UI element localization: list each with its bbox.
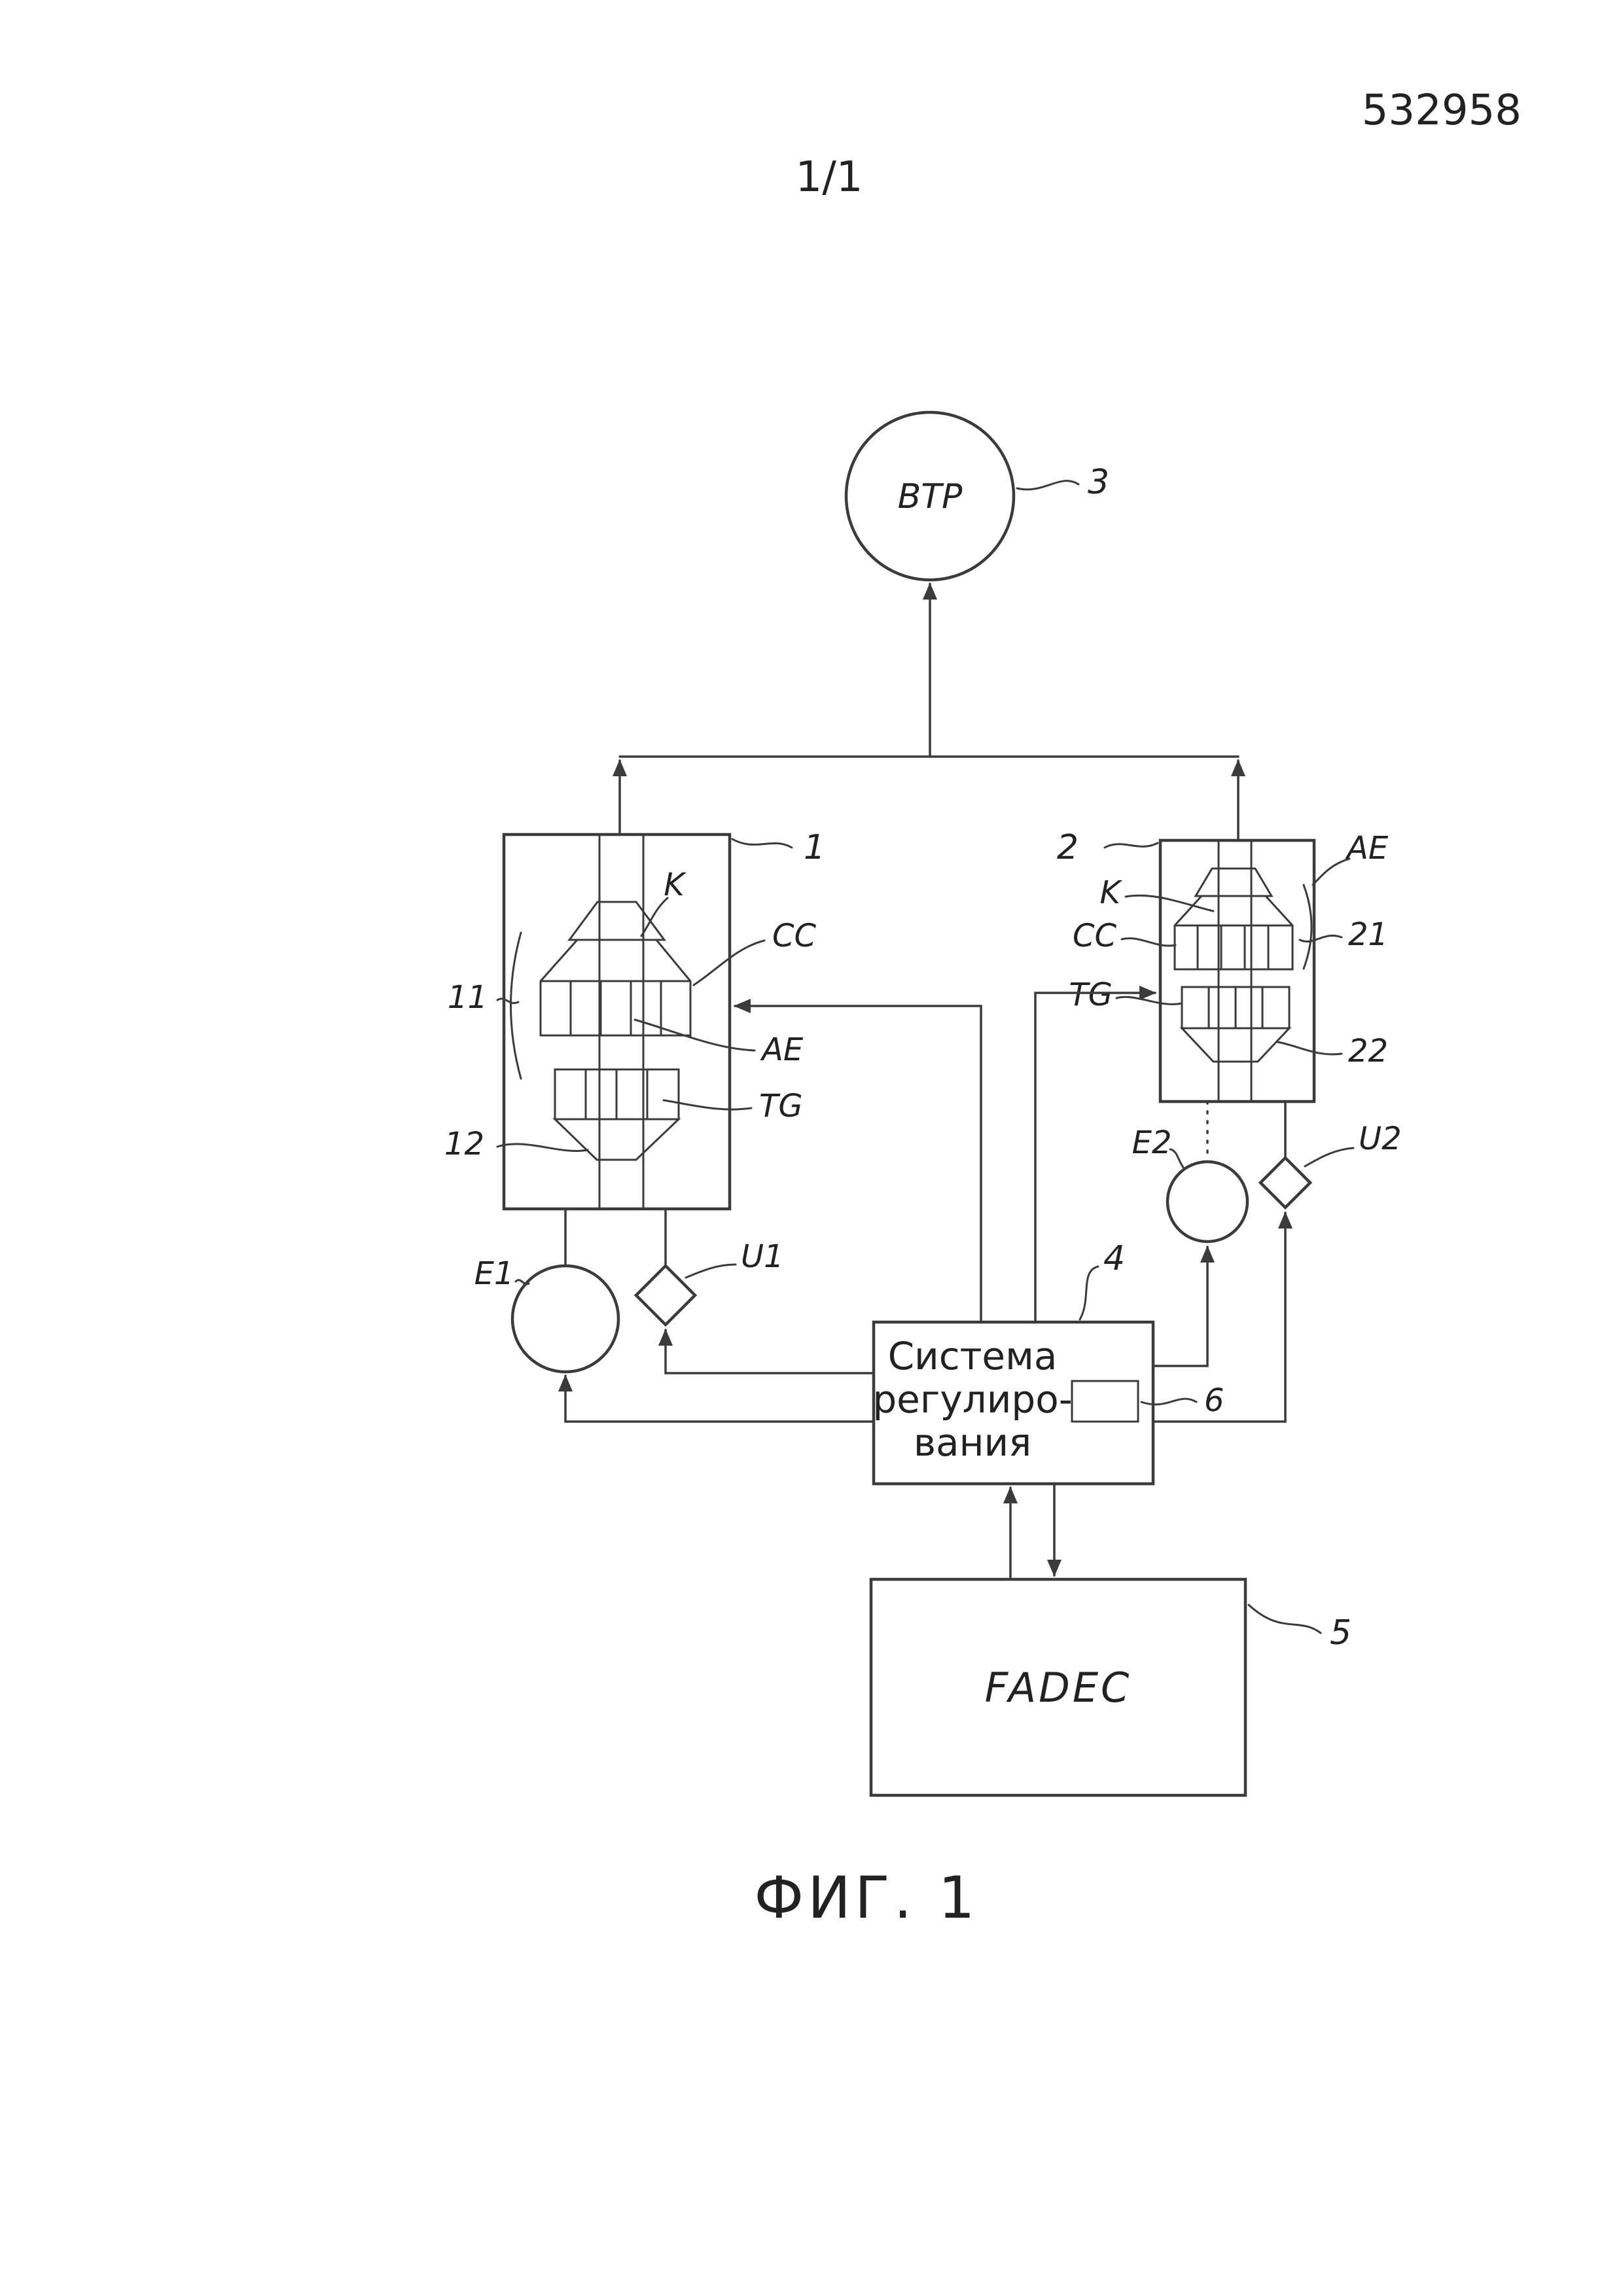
sheet-indicator: 1/1 (796, 153, 863, 202)
engine2-compressor-cap (1194, 867, 1274, 897)
ref6-leader (1140, 1397, 1198, 1406)
control-to-u2-line (1152, 1211, 1293, 1423)
e2-circle (1166, 1160, 1249, 1244)
u2-leader (1304, 1147, 1355, 1168)
engine1-ref12: 12 (444, 1126, 484, 1162)
ref2-leader (1103, 842, 1159, 849)
engine2-ae-bracket (1302, 884, 1313, 970)
engine2-ref: 2 (1057, 828, 1079, 867)
patent-number: 532958 (1362, 86, 1522, 135)
e1-circle (510, 1264, 620, 1374)
k2-leader (1124, 894, 1215, 912)
control-to-engine2-line (1034, 986, 1156, 1323)
ref21-leader (1298, 935, 1343, 942)
engine2-tg-label: TG (1069, 977, 1113, 1013)
engine1-ae-label: AE (760, 1031, 804, 1068)
engine1-cc-label: CC (772, 918, 817, 954)
e2-label: E2 (1132, 1124, 1172, 1161)
fadec-label: FADEC (985, 1664, 1132, 1712)
btp-node: BTP 3 (844, 410, 1109, 582)
engine1-ref: 1 (804, 828, 825, 867)
control-system-box (872, 1320, 1155, 1486)
control-inner-module-box (1071, 1380, 1139, 1423)
engine2-ae-label: AE (1345, 830, 1389, 867)
ref12-leader (496, 1143, 589, 1152)
ref1-leader (731, 838, 793, 849)
control-to-e2-line (1152, 1246, 1215, 1367)
engine1-box (502, 833, 732, 1211)
engine2-ref21: 21 (1348, 916, 1388, 953)
engine1-turbine-funnel (552, 1118, 681, 1161)
ae1-leader (633, 1018, 756, 1052)
e2-leader (1169, 1148, 1186, 1170)
control-system-ref: 4 (1103, 1239, 1125, 1278)
btp-circle (844, 410, 1016, 582)
fadec-box (869, 1577, 1247, 1797)
engine1-brace-11 (510, 931, 522, 1080)
engine2-turbine-funnel (1179, 1027, 1292, 1063)
u2-label: U2 (1359, 1121, 1402, 1157)
ref22-leader (1276, 1041, 1343, 1056)
e2-u2-group: E2 U2 (1132, 1100, 1402, 1423)
control-inner-ref: 6 (1204, 1382, 1224, 1419)
engine2-k-label: K (1100, 874, 1123, 911)
engine2-upper-block (1173, 895, 1294, 971)
btp-label: BTP (898, 477, 963, 516)
control-system-node: Система регулиро- вания 6 4 (872, 1239, 1224, 1486)
cc2-leader (1120, 937, 1177, 947)
engine2-node: K CC TG AE 21 22 2 (1057, 828, 1389, 1103)
btp-ref: 3 (1088, 463, 1109, 502)
engine1-tg-label: TG (759, 1088, 803, 1124)
e1-leader (514, 1279, 530, 1285)
cc1-leader (692, 939, 766, 986)
engine1-k-label: K (664, 867, 687, 903)
control-system-label-line2: регулиро- (872, 1377, 1072, 1422)
engine1-node: K CC AE TG 11 12 1 (444, 828, 825, 1211)
control-to-e1-line (558, 1374, 875, 1423)
ref3-leader (1016, 480, 1080, 491)
e1-label: E1 (474, 1255, 514, 1292)
fadec-ref: 5 (1330, 1613, 1351, 1653)
power-bus (613, 583, 1245, 842)
control-feed-lines (734, 986, 1156, 1323)
ae2-leader (1311, 857, 1351, 886)
figure-caption: ФИГ. 1 (754, 1864, 978, 1931)
u1-leader (685, 1263, 737, 1279)
ref11-leader (496, 997, 520, 1005)
tg2-leader (1115, 996, 1183, 1005)
u1-diamond (633, 1263, 698, 1327)
u2-diamond (1258, 1155, 1313, 1210)
control-system-label-line1: Система (888, 1334, 1058, 1378)
control-to-u1-line (658, 1329, 875, 1374)
engine1-ref11: 11 (448, 979, 488, 1016)
control-fadec-links (1003, 1482, 1061, 1581)
ref5-leader (1247, 1604, 1322, 1634)
u1-label: U1 (741, 1238, 784, 1275)
e1-u1-group: E1 U1 (474, 1208, 875, 1423)
control-to-engine1-line (734, 999, 982, 1323)
fadec-node: FADEC 5 (869, 1577, 1351, 1797)
tg1-leader (662, 1099, 753, 1111)
engine2-ref22: 22 (1348, 1033, 1388, 1069)
control-system-label-line3: вания (914, 1420, 1031, 1465)
ref4-leader (1079, 1265, 1099, 1321)
engine2-cc-label: CC (1073, 918, 1117, 954)
k1-leader (640, 897, 669, 937)
engine1-upper-block (539, 939, 692, 1037)
engine2-box (1158, 838, 1316, 1103)
